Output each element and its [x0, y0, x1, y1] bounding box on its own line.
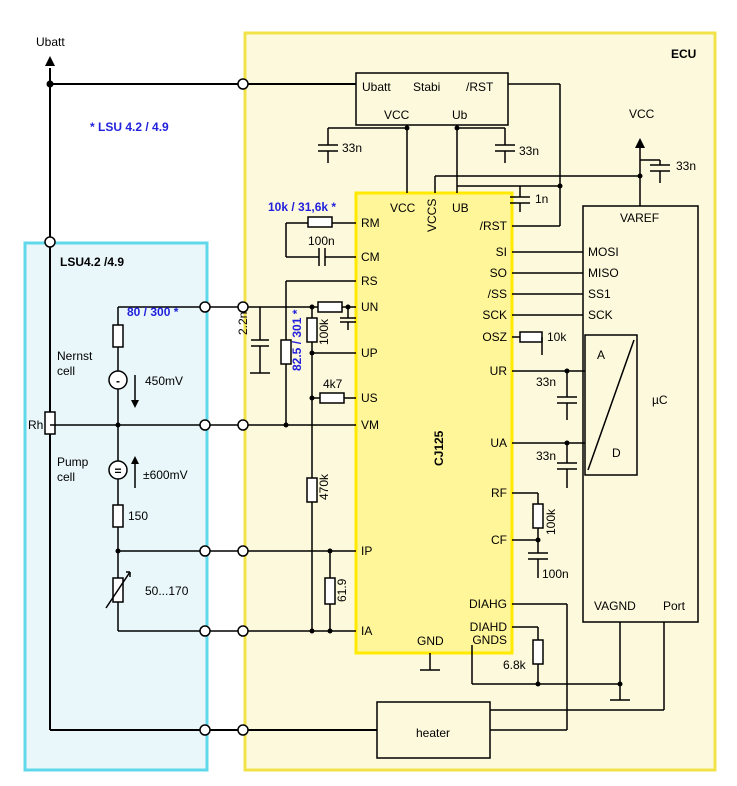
uc-name: µC	[652, 393, 668, 407]
rh-label: Rh	[28, 418, 43, 432]
cj125-pin-so: SO	[490, 266, 507, 280]
cap-33n-label: 33n	[342, 141, 362, 155]
cj125-pin-up: UP	[361, 346, 378, 360]
nernst-voltage: 450mV	[145, 374, 183, 388]
rh-resistor	[44, 411, 56, 435]
cj125-pin-rf: RF	[491, 486, 507, 500]
ecu-label: ECU	[671, 47, 696, 61]
microcontroller-box	[582, 205, 699, 623]
cj125-pin-cm: CM	[361, 250, 380, 264]
cj125-pin-ss: /SS	[488, 287, 507, 301]
cj125-pin-gnds: GNDS	[472, 633, 507, 647]
adc-a-label: A	[597, 348, 605, 362]
vcc-label: VCC	[629, 107, 655, 121]
cj125-pin-si: SI	[496, 245, 507, 259]
cj125-pin-ua: UA	[490, 436, 507, 450]
cj125-pin-gnd: GND	[417, 634, 444, 648]
cj125-vcc-pin: VCC	[390, 201, 416, 215]
heater-label: heater	[416, 726, 450, 740]
resistor-6-8k-label: 6.8k	[503, 658, 527, 672]
pump-cell-label-1: Pump	[57, 455, 89, 469]
cj125-pin-ia: IA	[361, 624, 372, 638]
cj125-pin-vm: VM	[361, 418, 379, 432]
resistor-100k-label: 100k	[544, 508, 558, 535]
cj125-pin-us: US	[361, 391, 378, 405]
lsu-note: * LSU 4.2 / 4.9	[90, 120, 169, 134]
cj125-pin-osz: OSZ	[482, 330, 507, 344]
resistor-50-170-label: 50...170	[145, 584, 189, 598]
lsu-box-label: LSU4.2 /4.9	[60, 255, 124, 269]
cj125-pin-rs: RS	[361, 274, 378, 288]
stabi-wiring	[318, 83, 670, 227]
cj125-pin-ip: IP	[361, 544, 372, 558]
uc-varef: VAREF	[620, 211, 659, 225]
cj125-name: CJ125	[432, 430, 446, 466]
ubatt-label: Ubatt	[36, 35, 65, 49]
stabi-ub-pin: Ub	[452, 108, 468, 122]
resistor-470k-label: 470k	[317, 473, 331, 500]
rm-resistor-value: 10k / 31,6k *	[268, 200, 336, 214]
ubatt-rail	[44, 56, 377, 736]
stabi-name: Stabi	[413, 80, 440, 94]
svg-text:=: =	[114, 464, 121, 478]
uc-port: Port	[663, 599, 686, 613]
sense-network	[50, 280, 356, 631]
sensor-elements: - =	[105, 307, 139, 631]
cj125-ub-pin: UB	[452, 201, 469, 215]
cap-100n-label: 100n	[308, 234, 335, 248]
stabi-vcc-pin: VCC	[384, 108, 410, 122]
uc-pin-sck: SCK	[588, 308, 613, 322]
cj125-pin-ur: UR	[490, 364, 508, 378]
rm-cm-network	[285, 216, 356, 266]
adc-box	[584, 334, 638, 476]
cap-33n-label: 33n	[536, 375, 556, 389]
cj125-chip	[354, 191, 514, 655]
pump-cell-label-2: cell	[57, 470, 75, 484]
adc-d-label: D	[612, 446, 621, 460]
uc-vagnd: VAGND	[594, 599, 636, 613]
nernst-cell-label-1: Nernst	[57, 349, 93, 363]
svg-text:-: -	[116, 374, 120, 388]
pump-voltage: ±600mV	[143, 468, 188, 482]
cap-33n-label: 33n	[519, 144, 539, 158]
uc-pin-miso: MISO	[588, 266, 619, 280]
cap-33n-label: 33n	[676, 159, 696, 173]
cj125-pin-un: UN	[361, 300, 378, 314]
cj125-pin-sck: SCK	[482, 308, 507, 322]
spi-wiring	[420, 251, 665, 731]
cj125-pin-rst: /RST	[480, 219, 508, 233]
cap-100n-label: 100n	[542, 567, 569, 581]
cj125-pin-cf: CF	[491, 533, 507, 547]
stabi-rst-pin: /RST	[466, 80, 494, 94]
resistor-4k7-label: 4k7	[323, 377, 343, 391]
resistor-150-label: 150	[128, 509, 148, 523]
cj125-vccs-pin: VCCS	[425, 199, 439, 232]
nernst-cell-label-2: cell	[57, 364, 75, 378]
uc-pin-ss1: SS1	[588, 287, 611, 301]
resistor-82-5-301-label: 82.5 / 301 *	[290, 309, 304, 371]
cap-33n-label: 33n	[536, 449, 556, 463]
resistor-100k-label: 100k	[317, 318, 331, 345]
cap-2-2n-label: 2.2n	[236, 312, 250, 335]
cap-1n-label: 1n	[535, 192, 548, 206]
resistor-61-9-label: 61.9	[335, 578, 349, 602]
cj125-pin-diahg: DIAHG	[469, 597, 507, 611]
adc-diagonal	[587, 339, 635, 471]
pump-current-network	[115, 545, 356, 637]
cj125-pin-rm: RM	[361, 216, 380, 230]
resistor-80-300-label: 80 / 300 *	[127, 305, 179, 319]
stabi-ubatt-pin: Ubatt	[362, 80, 391, 94]
cj125-pin-diahd: DIAHD	[470, 620, 508, 634]
uc-pin-mosi: MOSI	[588, 245, 619, 259]
resistor-10k-label: 10k	[547, 330, 567, 344]
stabi-box	[355, 72, 509, 126]
